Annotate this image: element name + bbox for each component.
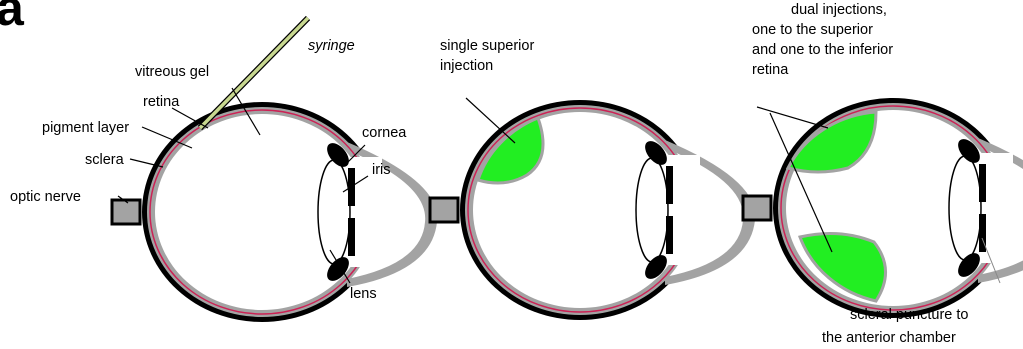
label-single-injection-2: injection — [440, 58, 493, 74]
label-vitreous-gel: vitreous gel — [135, 64, 209, 80]
panel-letter: a — [0, 0, 25, 36]
eye2-leader-line — [466, 98, 515, 143]
label-lens: lens — [350, 286, 377, 302]
label-pigment-layer: pigment layer — [42, 120, 129, 136]
label-cornea: cornea — [362, 125, 407, 141]
label-syringe: syringe — [308, 38, 355, 54]
label-sclera: sclera — [85, 152, 125, 168]
label-dual-injection-1: dual injections, — [791, 2, 887, 18]
label-scleral-puncture-2: the anterior chamber — [822, 330, 956, 346]
label-optic-nerve: optic nerve — [10, 189, 81, 205]
label-scleral-puncture-1: scleral puncture to — [850, 307, 968, 323]
label-dual-injection-4: retina — [752, 62, 789, 78]
label-dual-injection-2: one to the superior — [752, 22, 873, 38]
label-iris: iris — [372, 162, 391, 178]
eye-diagram-2 — [430, 100, 755, 320]
label-retina: retina — [143, 94, 180, 110]
label-dual-injection-3: and one to the inferior — [752, 42, 893, 58]
label-single-injection-1: single superior — [440, 38, 534, 54]
